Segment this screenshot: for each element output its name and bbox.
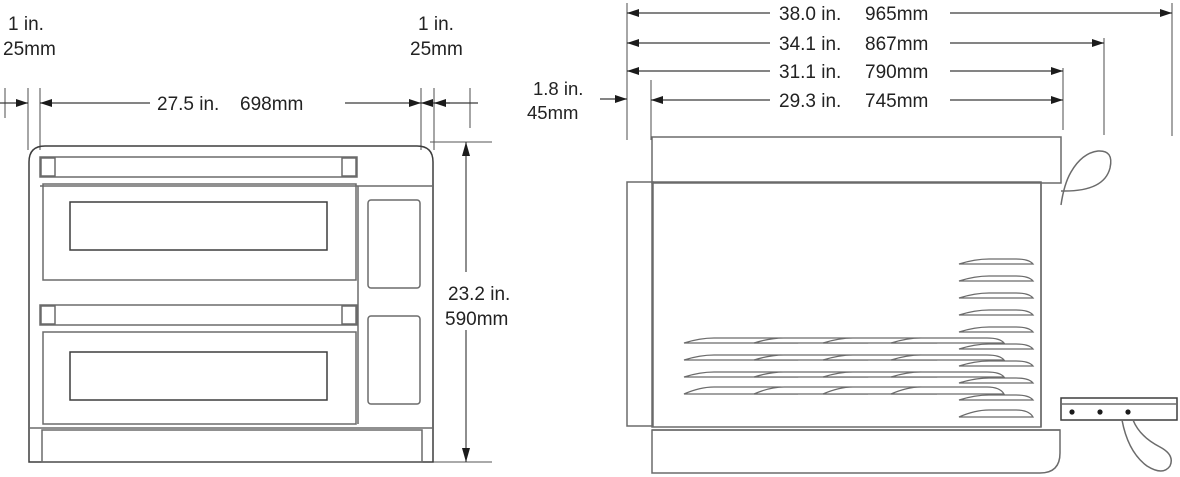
- front-left-clearance-mm: 25mm: [3, 39, 56, 60]
- side-offset-dimension: [600, 95, 627, 103]
- upper-door-panel[interactable]: [42, 183, 357, 281]
- front-left-clearance-dimension: [0, 99, 28, 107]
- lower-cord-loop: [1121, 419, 1172, 472]
- front-view: 1 in. 25mm 1 in. 25mm 27.5 in. 698mm 23.…: [0, 14, 510, 463]
- lower-door-assembly[interactable]: [39, 304, 358, 425]
- front-cabinet-shell: [28, 145, 434, 463]
- side-vent-group-3: [822, 337, 938, 395]
- side-offset-inches: 1.8 in.: [533, 78, 583, 99]
- bracket-bolt-2: [1097, 409, 1103, 415]
- front-height-dimension: [430, 141, 492, 463]
- front-height-mm: 590mm: [445, 309, 508, 330]
- lower-control-panel[interactable]: [367, 315, 421, 405]
- front-width-mm: 698mm: [240, 94, 303, 115]
- upper-control-panel[interactable]: [367, 199, 421, 289]
- front-right-clearance-dimension: [421, 99, 478, 107]
- front-width-inches: 27.5 in.: [157, 94, 219, 115]
- lower-door-handle[interactable]: [39, 304, 358, 326]
- bracket-bolt-3: [1125, 409, 1131, 415]
- side-offset-mm: 45mm: [527, 102, 578, 123]
- side-depth-1-inches: 38.0 in.: [779, 4, 841, 25]
- lower-handle-left-bracket: [40, 305, 56, 325]
- lower-handle-right-bracket: [341, 305, 357, 325]
- side-depth-3-inches: 31.1 in.: [779, 62, 841, 83]
- side-mounting-bracket: [1060, 397, 1178, 421]
- side-base-plinth: [651, 429, 1061, 474]
- front-width-dimension: [40, 99, 421, 107]
- upper-handle-right-bracket: [341, 157, 357, 177]
- side-tall-vent-group: [958, 258, 1035, 418]
- side-depth-1-dimension: [627, 9, 1172, 17]
- front-right-clearance-inches: 1 in.: [418, 14, 454, 35]
- side-left-flange: [626, 181, 654, 427]
- side-vent-group-1: [683, 337, 799, 395]
- lower-door-panel[interactable]: [42, 331, 357, 425]
- side-depth-4-mm: 745mm: [865, 91, 928, 112]
- upper-handle-left-bracket: [40, 157, 56, 177]
- side-depth-2-mm: 867mm: [865, 34, 928, 55]
- upper-door-window: [69, 201, 328, 251]
- lower-door-window: [69, 351, 328, 401]
- side-depth-2-inches: 34.1 in.: [779, 34, 841, 55]
- side-depth-4-inches: 29.3 in.: [779, 91, 841, 112]
- side-depth-4-dimension: [651, 96, 1063, 104]
- front-left-clearance-inches: 1 in.: [8, 14, 44, 35]
- front-height-inches: 23.2 in.: [448, 284, 510, 305]
- side-vent-group-4: [890, 337, 1006, 395]
- side-depth-3-mm: 790mm: [865, 62, 928, 83]
- front-base-plinth: [41, 429, 423, 463]
- upper-door-handle[interactable]: [39, 156, 358, 178]
- upper-door-assembly[interactable]: [39, 156, 358, 281]
- upper-cord-loop: [1060, 150, 1112, 206]
- bracket-bolt-1: [1069, 409, 1075, 415]
- side-depth-1-mm: 965mm: [865, 4, 928, 25]
- front-right-clearance-mm: 25mm: [410, 39, 463, 60]
- side-vent-group-2: [753, 337, 869, 395]
- side-view: 1.8 in. 45mm 38.0 in. 965mm 34.1 in. 867…: [527, 3, 1178, 474]
- side-depth-3-dimension: [627, 67, 1063, 75]
- side-top-shell: [651, 136, 1062, 184]
- front-view-extension-lines: [4, 88, 471, 150]
- side-depth-2-dimension: [627, 39, 1104, 47]
